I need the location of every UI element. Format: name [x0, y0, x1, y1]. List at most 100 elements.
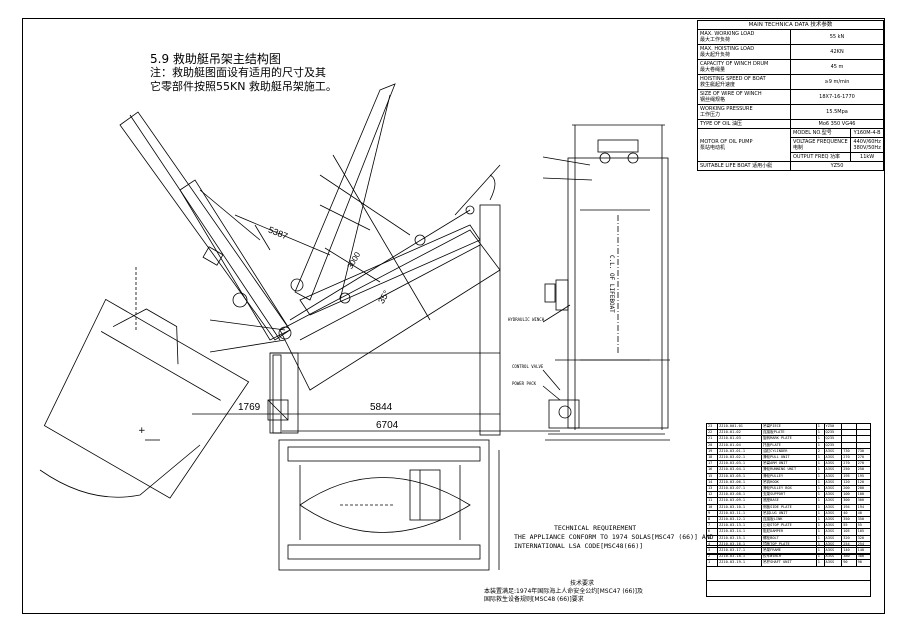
bom-index: 16	[705, 466, 719, 474]
bom-cell: 200	[855, 485, 872, 493]
bom-cell: 120	[855, 478, 872, 487]
param-label-cn: 钢丝绳规格	[700, 97, 726, 103]
bom-cell: 侧板SIDE PLATE	[760, 503, 817, 511]
lifeboat-value: YZ50	[790, 161, 884, 171]
param-label: CAPACITY OF WINCH DRUM	[700, 61, 769, 67]
svg-text:+: +	[138, 426, 146, 436]
callout-power-pack: POWER PACK	[512, 381, 537, 386]
bom-cell: ZJ10-03-19-1	[717, 559, 762, 567]
bom-index: 19	[705, 447, 719, 456]
param-value: 55 kN	[790, 29, 884, 45]
param-label: MAX. HOISTING LOAD	[700, 46, 755, 52]
bom-cell: ZJ10-03-07-1	[717, 485, 762, 493]
bom-cell: 270	[855, 453, 872, 462]
bom-cell: ZJ10-03-09-1	[717, 497, 762, 505]
bom-cell: 730	[855, 447, 872, 456]
bom-cell: 350	[855, 516, 872, 524]
drawing-title: 5.9 救助艇吊架主结构图 注：救助艇图面设有适用的尺寸及其 它零部件按照55K…	[150, 52, 337, 94]
tech-req-head: TECHNICAL REQUIREMENT	[554, 524, 637, 532]
bom-cell: 油缸CYLINDER	[760, 447, 817, 456]
technical-requirement-cn: 技术要求 本装置满足:1974年国际海上人命安全公约[MSC47 (66)]及 …	[484, 580, 643, 604]
bom-cell: ZJ10-03-14-1	[717, 528, 762, 536]
bom-cell: 顶板TOP PLATE	[760, 540, 817, 549]
cn-req-head: 技术要求	[570, 580, 595, 587]
params-header: MAIN TECHNICA DATA 技术参数	[697, 20, 884, 30]
param-value: 15.5Mpa	[790, 104, 884, 120]
bom-cell: 滑轮PULLEY BOX	[760, 485, 817, 493]
param-label-cn: 最大卷绳量	[700, 67, 726, 73]
bom-index: 20	[705, 441, 719, 449]
oil-label: TYPE OF OIL 油压	[697, 119, 791, 129]
bom-cell: 140	[855, 547, 872, 555]
bom-cell: ZJ10-03-12-1	[717, 516, 762, 524]
callout-hydraulic-winch: HYDRAULIC WINCH	[508, 317, 545, 322]
bom-index: 1	[705, 559, 719, 567]
bom-cell: ZJ10-03-08-1	[717, 491, 762, 499]
title-note-2: 它零部件按照55KN 救助艇吊架施工。	[150, 80, 337, 93]
bom-cell	[855, 429, 872, 437]
dim-1769: 1769	[238, 402, 261, 413]
param-label-cn: 救生艇起升速度	[700, 82, 736, 88]
callout-centerline: C.L. OF LIFEBOAT	[608, 255, 615, 313]
technical-requirement: TECHNICAL REQUIREMENT THE APPLIANCE CONF…	[514, 524, 714, 551]
lifeboat-keel	[39, 444, 201, 498]
voltage-label: VOLTAGE FREQUENCE	[793, 139, 848, 145]
bom-cell: 吊钩HOOK	[760, 478, 817, 487]
bom-index: 11	[705, 497, 719, 505]
bom-cell: 90	[855, 559, 872, 567]
bom-cell: 止动STOP PLATE	[760, 522, 817, 530]
param-value: 18X7-16-1770	[790, 89, 884, 105]
bom-cell: 连接板PLATE	[760, 429, 817, 437]
bom-cell: 254	[855, 540, 872, 549]
bom-index: 13	[705, 485, 719, 493]
bom-cell: 300	[855, 497, 872, 505]
lifeboat-label: SUITABLE LIFE BOAT 适用小艇	[697, 161, 791, 171]
bom-cell: ZJ10-03-05-1	[717, 472, 762, 480]
bom-index: 14	[705, 478, 719, 487]
param-value: 42KN	[790, 44, 884, 60]
bom-cell: 滑轮PULLEY	[760, 472, 817, 480]
motor-label-cn: 泵站电动机	[700, 145, 726, 151]
param-label-cn: 最大起升负荷	[700, 52, 731, 58]
param-label: WORKING PRESSURE	[700, 106, 753, 112]
bom-cell: ZJ10-03-10-1	[717, 503, 762, 511]
output-value: 11kW	[850, 152, 884, 162]
bom-cell: 吊杆SHAFT UNIT	[760, 559, 817, 567]
bom-cell: 195	[855, 472, 872, 480]
title-main: 5.9 救助艇吊架主结构图	[150, 52, 281, 66]
bom-cell: 滑轮RUNNING UNIT	[760, 466, 817, 474]
bom-cell: ZJ10-03-06-1	[717, 478, 762, 487]
bom-index: 10	[705, 503, 719, 511]
bom-cell: 旋转MARK PLATE	[760, 435, 817, 443]
bom-cell	[855, 441, 872, 449]
drawing-frame	[22, 18, 885, 614]
bom-cell: 吊臂PIECE	[760, 422, 817, 431]
param-value: ≥9 m/min	[790, 74, 884, 90]
voltage-label-cn: 电制	[793, 145, 804, 151]
bom-index: 23	[705, 422, 719, 431]
bom-cell: ZJ10-03-03-1	[717, 460, 762, 468]
bom-cell: ZJ10-03-17-1	[717, 547, 762, 555]
bom-index: 15	[705, 472, 719, 480]
param-label: HOISTING SPEED OF BOAT	[700, 76, 766, 82]
voltage-value-1: 440V/60Hz	[853, 139, 881, 145]
bom-cell: ZJ10-03-13-1	[717, 522, 762, 530]
bom-cell: ZJ10-03-04-1	[717, 466, 762, 474]
bom-cell: ZJ10-03-11-1	[717, 509, 762, 518]
model-value: Y160M-4-B	[850, 128, 884, 138]
bom-cell: ZJ10-001-01	[717, 422, 762, 431]
base-frame-plan	[278, 439, 500, 571]
bom-cell: ZJ10-03-15-1	[717, 534, 762, 542]
